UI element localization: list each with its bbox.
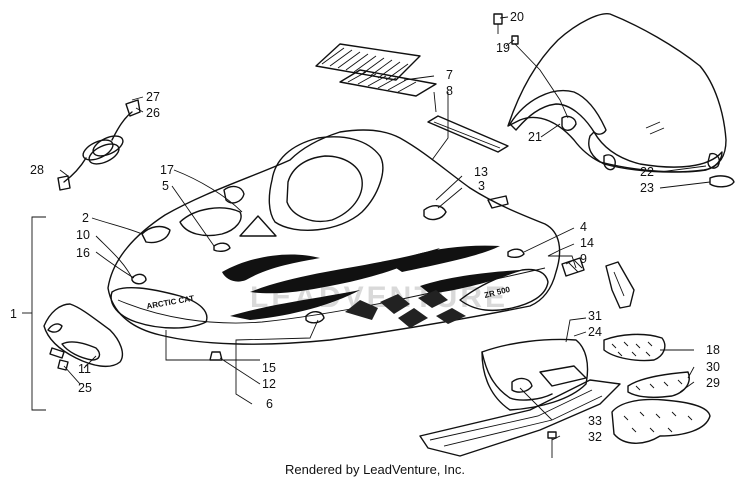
callout-numbers: 1 2 3 4 5 6 7 8 9 10 11 12 13 14 15 16 1… (10, 10, 720, 444)
callout-29: 29 (706, 376, 720, 390)
render-credit: Rendered by LeadVenture, Inc. (285, 462, 465, 477)
callout-25: 25 (78, 381, 92, 395)
callout-22: 22 (640, 165, 654, 179)
callout-18: 18 (706, 343, 720, 357)
callout-27: 27 (146, 90, 160, 104)
callout-14: 14 (580, 236, 594, 250)
checker-decal (345, 290, 466, 328)
callout-24: 24 (588, 325, 602, 339)
windshield (493, 13, 735, 188)
tether-cord (57, 99, 141, 191)
callout-19: 19 (496, 41, 510, 55)
callout-30: 30 (706, 360, 720, 374)
callout-3: 3 (478, 179, 485, 193)
callout-10: 10 (76, 228, 90, 242)
callout-33: 33 (588, 414, 602, 428)
callout-11: 11 (78, 362, 91, 376)
callout-21: 21 (528, 130, 542, 144)
callout-32: 32 (588, 430, 602, 444)
callout-5: 5 (162, 179, 169, 193)
callout-7: 7 (446, 68, 453, 82)
callout-17: 17 (160, 163, 174, 177)
callout-13: 13 (474, 165, 488, 179)
belly-pan (57, 257, 711, 458)
callout-9: 9 (580, 252, 587, 266)
callout-1: 1 (10, 307, 17, 321)
callout-8: 8 (446, 84, 453, 98)
side-panel (43, 303, 124, 368)
callout-12: 12 (262, 377, 276, 391)
callout-6: 6 (266, 397, 273, 411)
callout-16: 16 (76, 246, 90, 260)
callout-31: 31 (588, 309, 602, 323)
callout-4: 4 (580, 220, 587, 234)
callout-26: 26 (146, 106, 160, 120)
callout-23: 23 (640, 181, 654, 195)
callout-15: 15 (262, 361, 276, 375)
callout-20: 20 (510, 10, 524, 24)
callout-28: 28 (30, 163, 44, 177)
top-decal (315, 43, 509, 153)
hood-decal-text: ARCTIC CAT (146, 294, 195, 311)
callout-2: 2 (82, 211, 89, 225)
leader-lines (22, 16, 711, 441)
hood-assembly: ZR 500 ARCTIC CAT (107, 129, 561, 345)
